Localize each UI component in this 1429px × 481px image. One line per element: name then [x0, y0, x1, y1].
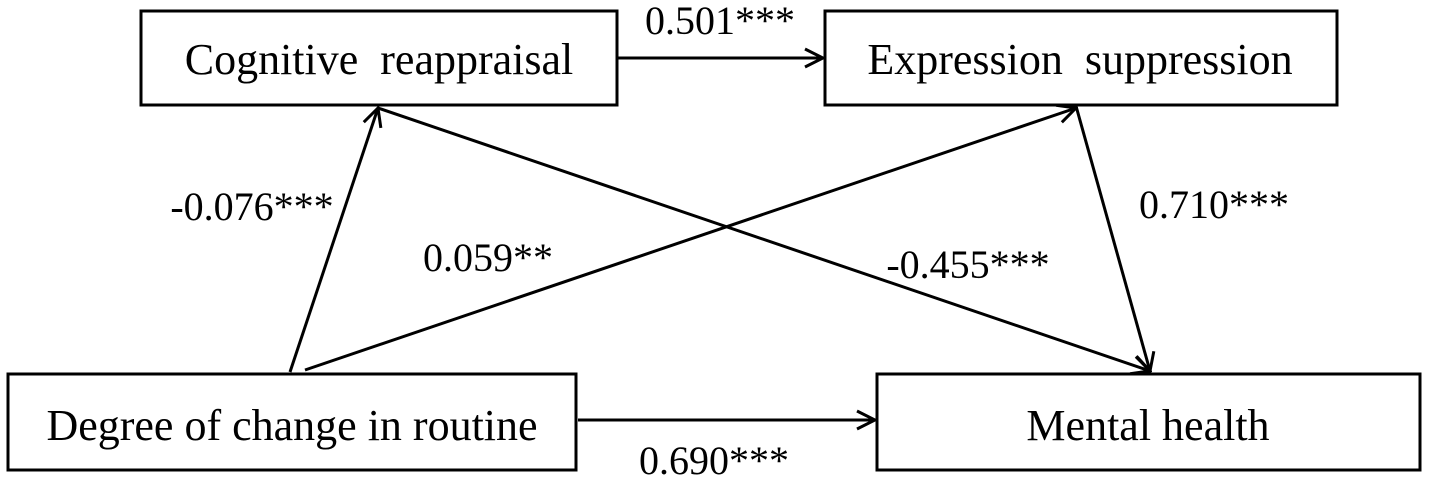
coef-suppression-to-mental-health: 0.710***: [1139, 182, 1289, 227]
node-degree-of-change: Degree of change in routine: [6, 372, 578, 472]
node-expression-suppression-label: Expression suppression: [867, 35, 1292, 84]
node-mental-health: Mental health: [875, 372, 1422, 472]
arrow-change-to-reappraisal: [288, 108, 378, 373]
coef-change-to-mental-health: 0.690***: [639, 438, 789, 481]
node-cognitive-reappraisal-label: Cognitive reappraisal: [185, 35, 574, 84]
arrow-change-to-suppression: [304, 108, 1076, 372]
node-cognitive-reappraisal: Cognitive reappraisal: [139, 9, 619, 107]
arrow-suppression-to-mental-health: [1074, 105, 1150, 371]
node-degree-of-change-label: Degree of change in routine: [46, 401, 537, 450]
arrow-reappraisal-to-mental-health: [377, 106, 1150, 371]
coef-reappraisal-to-mental-health: -0.455***: [886, 242, 1049, 287]
coef-reappraisal-to-suppression: 0.501***: [645, 0, 795, 43]
node-expression-suppression: Expression suppression: [823, 9, 1339, 107]
node-mental-health-label: Mental health: [1026, 401, 1269, 450]
coef-change-to-suppression: 0.059**: [423, 235, 553, 280]
coef-change-to-reappraisal: -0.076***: [170, 184, 333, 229]
